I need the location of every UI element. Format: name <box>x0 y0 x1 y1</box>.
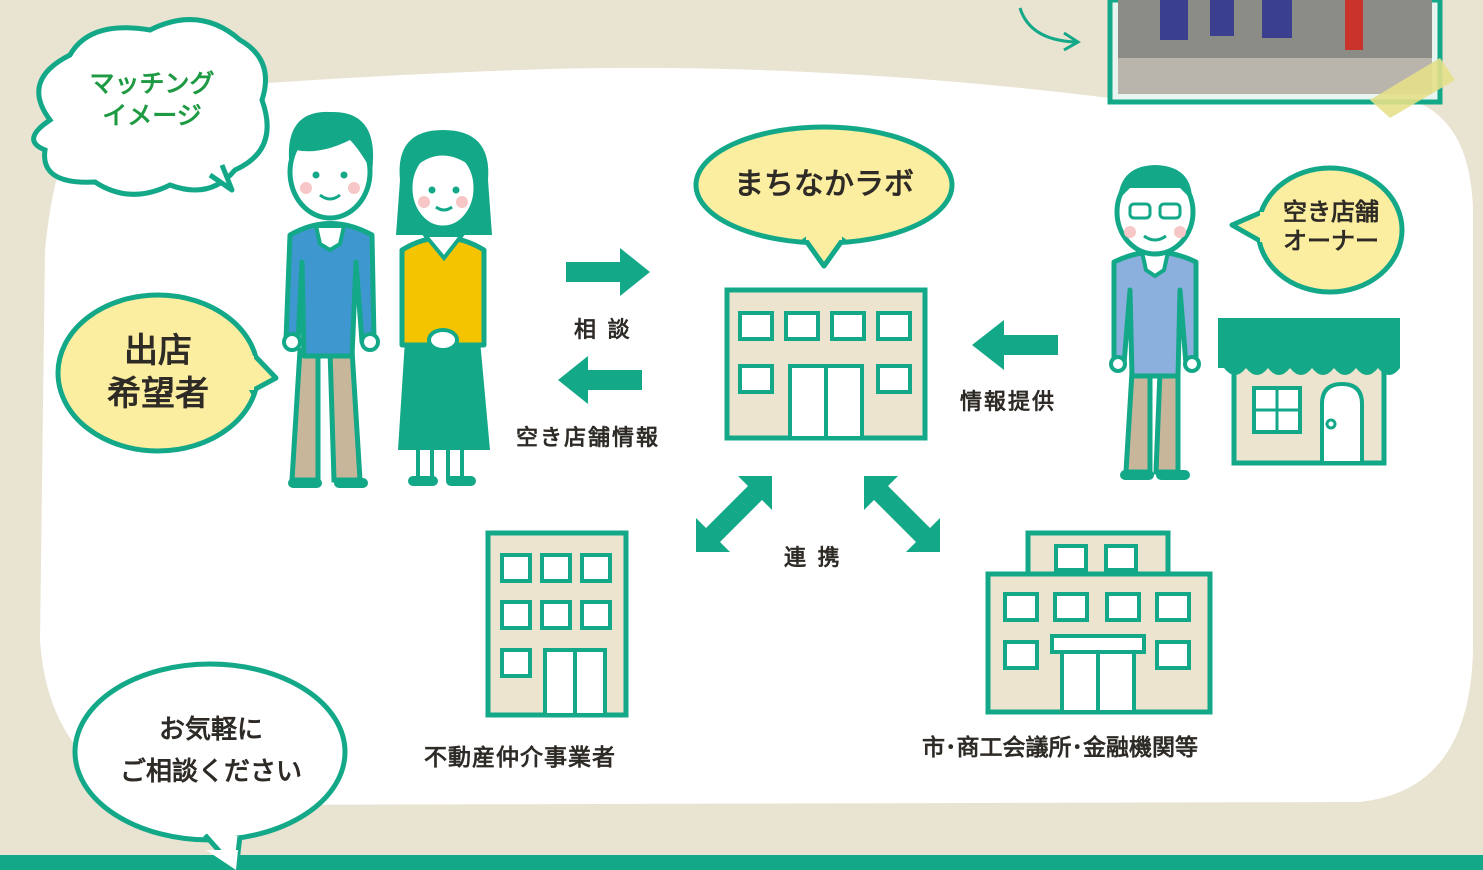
applicant-line1: 出店 <box>124 331 192 371</box>
vacancy-info-label: 空き店舗情報 <box>516 426 661 451</box>
owner-line1: 空き店舗 <box>1283 198 1379 226</box>
matching-line1: マッチング <box>89 69 215 98</box>
owner-line2: オーナー <box>1283 226 1379 255</box>
footer-bubble-text: お気軽に ご相談ください <box>100 710 322 793</box>
applicant-line2: 希望者 <box>107 373 209 414</box>
vacancy-arrow-icon <box>558 356 642 404</box>
matching-bubble-text: マッチング イメージ <box>66 68 238 132</box>
applicant-bubble <box>55 292 279 454</box>
consult-arrow-icon <box>566 248 650 296</box>
cooperation-label: 連 携 <box>784 546 842 571</box>
festival-photo <box>1107 0 1455 118</box>
footer-line1: お気軽に <box>158 715 263 745</box>
cooperation-arrow-left-icon <box>696 476 772 552</box>
info-provide-label: 情報提供 <box>960 390 1057 415</box>
lab-bubble-text: まちなかラボ <box>734 167 914 202</box>
owner-bubble-text: 空き店舗 オーナー <box>1262 198 1400 256</box>
lab-bubble <box>693 124 955 269</box>
bottom-strip <box>0 855 1483 870</box>
man-figure-icon <box>282 111 380 488</box>
footer-line2: ご相談ください <box>119 756 302 787</box>
lab-building-icon <box>724 287 928 441</box>
realestate-building-icon <box>485 530 629 718</box>
cooperation-arrow-right-icon <box>864 476 940 552</box>
owner-bubble <box>1229 165 1405 295</box>
consult-label: 相 談 <box>574 318 632 343</box>
realestate-label: 不動産仲介事業者 <box>424 745 616 771</box>
vacant-shop-icon <box>1218 318 1400 466</box>
woman-figure-icon <box>396 130 492 486</box>
matching-line2: イメージ <box>102 101 202 130</box>
institutions-label: 市･商工会議所･金融機関等 <box>922 735 1198 761</box>
applicant-bubble-text: 出店 希望者 <box>78 330 238 415</box>
matching-cloud-bubble <box>31 17 270 197</box>
institutions-building-icon <box>985 530 1213 715</box>
owner-figure-icon <box>1109 165 1201 480</box>
info-provide-arrow-icon <box>972 320 1058 370</box>
curved-arrow-icon <box>1018 7 1076 44</box>
